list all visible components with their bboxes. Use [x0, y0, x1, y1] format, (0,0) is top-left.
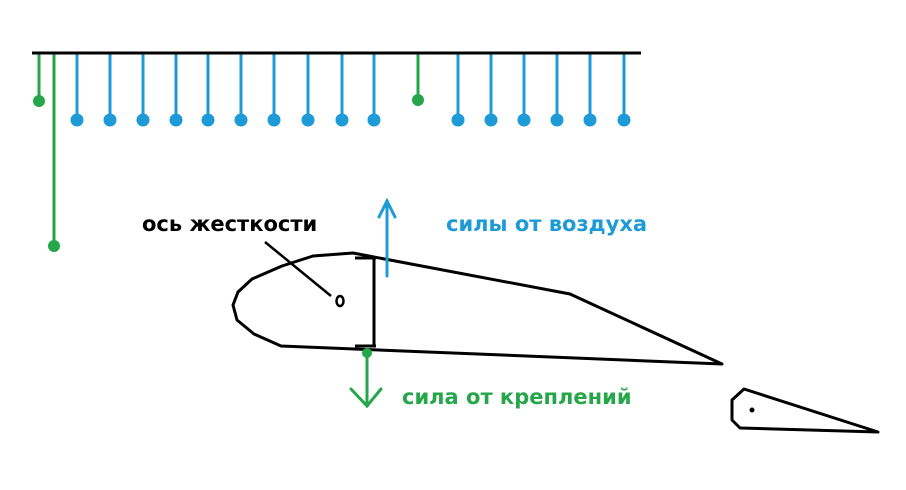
flap-profile [730, 387, 880, 434]
air-force-pins [70, 53, 631, 127]
mount-pin [412, 53, 424, 106]
stiffness-axis-marker [335, 294, 345, 308]
mount-pin [33, 53, 45, 107]
wing-profile [231, 251, 724, 366]
air-pin [583, 53, 597, 127]
air-force-arrow [377, 197, 397, 278]
mount-force-arrow [349, 348, 383, 409]
air-pin [169, 53, 183, 127]
air-pin [335, 53, 349, 127]
air-pin [201, 53, 215, 127]
mount-force-label: сила от креплений [402, 385, 632, 409]
stiffness-axis-leader [264, 241, 332, 297]
mount-pin-long [48, 53, 60, 252]
stiffness-axis-label: ось жесткости [142, 212, 318, 236]
air-pin [517, 53, 531, 127]
air-pin [70, 53, 84, 127]
air-pin [267, 53, 281, 127]
air-pin [301, 53, 315, 127]
air-pin [103, 53, 117, 127]
air-pin [451, 53, 465, 127]
air-pin [234, 53, 248, 127]
air-pin [550, 53, 564, 127]
air-pin [136, 53, 150, 127]
mount-force-pins [33, 53, 424, 252]
air-pin [617, 53, 631, 127]
air-pin [484, 53, 498, 127]
air-forces-label: силы от воздуха [446, 212, 648, 236]
air-pin [367, 53, 381, 127]
flap-hinge-point [749, 407, 755, 413]
